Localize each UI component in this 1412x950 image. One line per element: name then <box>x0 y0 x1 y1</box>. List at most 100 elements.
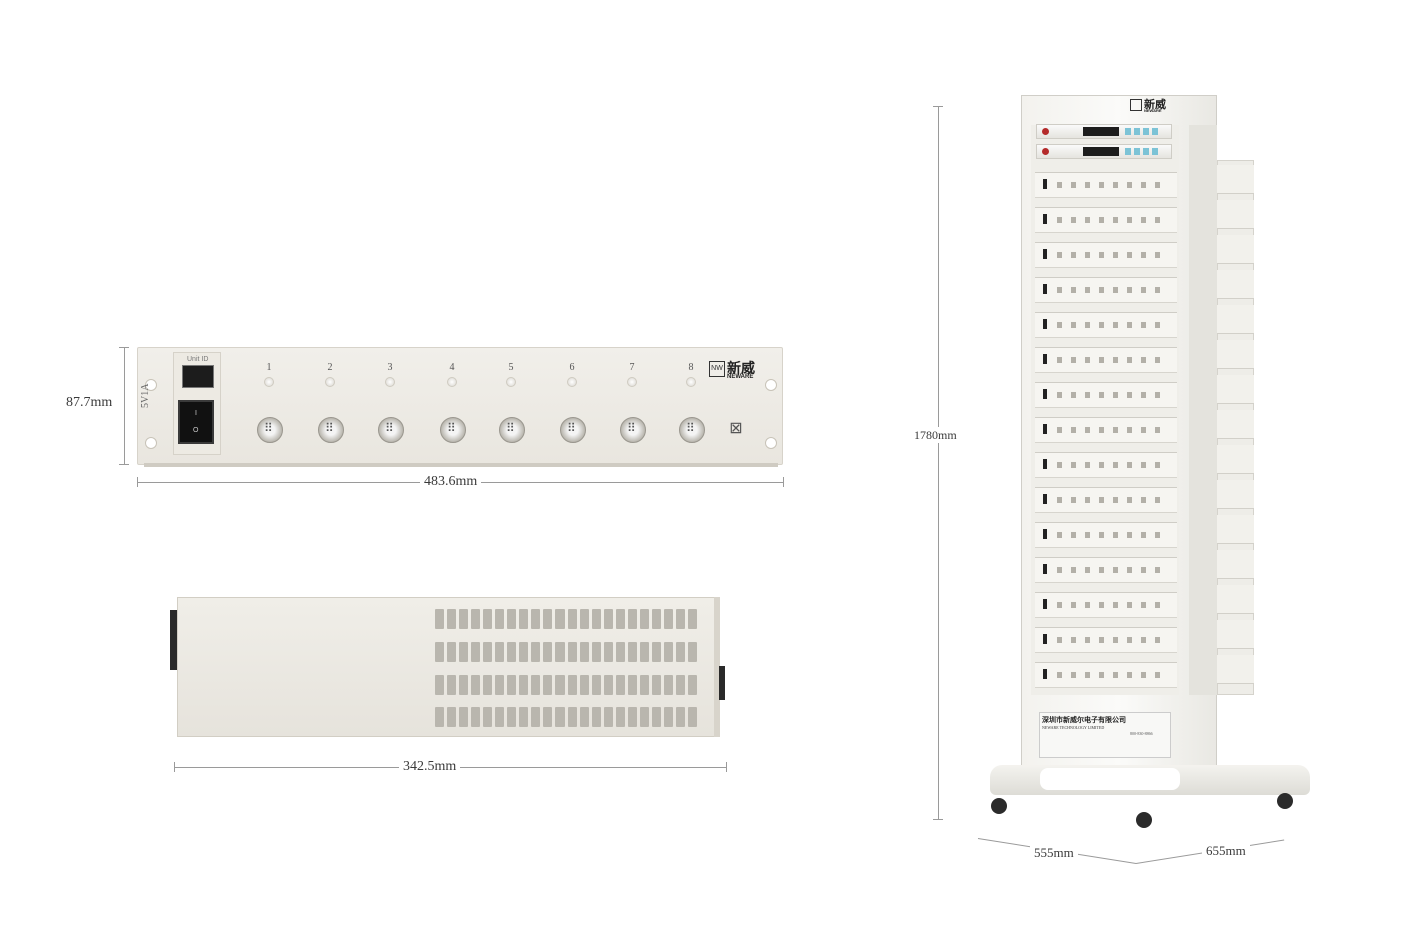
channel-connector <box>378 417 404 443</box>
nameplate-company-en: NEWARE TECHNOLOGY LIMITED <box>1042 725 1105 730</box>
rack-ear-hole <box>145 437 157 449</box>
channel-number-7: 7 <box>629 362 635 373</box>
rack-width-label: 555mm <box>1030 845 1078 861</box>
front-panel-bottom-edge <box>144 463 778 467</box>
dimension-tick <box>933 106 943 107</box>
front-panel <box>137 347 783 465</box>
rack-caster-wheel <box>1136 812 1152 828</box>
rack-side-module <box>1217 620 1254 649</box>
rack-control-unit <box>1036 144 1172 159</box>
rack-test-module <box>1035 627 1177 653</box>
rack-depth-label: 655mm <box>1202 843 1250 859</box>
rack-logo-icon <box>1130 99 1142 111</box>
rack-test-module <box>1035 592 1177 618</box>
rack-side-module <box>1217 375 1254 404</box>
dimension-tick <box>726 762 727 772</box>
rack-test-module <box>1035 172 1177 198</box>
rack-brand-en: NEWARE <box>1144 108 1162 113</box>
channel-led <box>385 377 395 387</box>
rack-test-module <box>1035 207 1177 233</box>
rack-test-module <box>1035 312 1177 338</box>
channel-led <box>325 377 335 387</box>
rack-side-module <box>1217 165 1254 194</box>
vent-slots-row <box>435 675 698 695</box>
rack-nameplate <box>1039 712 1171 758</box>
unit-id-label: Unit ID <box>187 356 209 363</box>
rack-height-label: 1780mm <box>910 427 961 443</box>
rack-test-module <box>1035 277 1177 303</box>
channel-connector <box>318 417 344 443</box>
rack-ear-hole <box>765 437 777 449</box>
channel-led <box>447 377 457 387</box>
rack-test-module <box>1035 662 1177 688</box>
dimension-tick <box>119 464 129 465</box>
channel-connector <box>499 417 525 443</box>
side-rear-connector <box>719 666 725 700</box>
unit-id-display <box>182 365 214 388</box>
channel-number-3: 3 <box>387 362 393 373</box>
channel-connector <box>440 417 466 443</box>
rack-ear-hole <box>145 379 157 391</box>
rack-side-module <box>1217 410 1254 439</box>
rack-side-module <box>1217 200 1254 229</box>
channel-number-8: 8 <box>688 362 694 373</box>
channel-connector <box>679 417 705 443</box>
rack-ear-hole <box>765 379 777 391</box>
rack-height-dimension-line <box>938 106 939 819</box>
vent-slots-row <box>435 642 698 662</box>
channel-led <box>264 377 274 387</box>
channel-connector <box>620 417 646 443</box>
brand-name-cn: 新威 <box>727 361 755 377</box>
rack-side-module <box>1217 655 1254 684</box>
channel-number-5: 5 <box>508 362 514 373</box>
dimension-tick <box>174 762 175 772</box>
channel-connector <box>257 417 283 443</box>
front-width-label: 483.6mm <box>420 474 482 490</box>
rack-side-column <box>1189 125 1217 695</box>
dimension-tick <box>137 477 138 487</box>
channel-led <box>506 377 516 387</box>
front-height-dimension-line <box>124 347 125 464</box>
rack-test-module <box>1035 417 1177 443</box>
channel-number-2: 2 <box>327 362 333 373</box>
rack-side-module <box>1217 340 1254 369</box>
rack-side-module <box>1217 585 1254 614</box>
rack-control-unit <box>1036 124 1172 139</box>
rack-side-module <box>1217 445 1254 474</box>
channel-connector <box>560 417 586 443</box>
channel-number-6: 6 <box>569 362 575 373</box>
rack-side-module <box>1217 480 1254 509</box>
rating-label: 5V1A <box>140 383 151 408</box>
neware-logo-icon: NW <box>709 361 725 377</box>
vent-slots-row <box>435 707 698 727</box>
rack-side-module <box>1217 515 1254 544</box>
side-depth-label: 342.5mm <box>399 759 461 775</box>
channel-led <box>686 377 696 387</box>
channel-number-4: 4 <box>449 362 455 373</box>
rack-test-module <box>1035 242 1177 268</box>
rack-brand-cn: 新威 <box>1144 98 1166 111</box>
nameplate-company-name: 深圳市新威尔电子有限公司 <box>1042 716 1126 724</box>
power-switch[interactable] <box>178 400 214 444</box>
side-handle <box>170 610 178 670</box>
rack-test-module <box>1035 347 1177 373</box>
rack-caster-wheel <box>1277 793 1293 809</box>
pin-diagram-icon: ⊠ <box>729 420 743 437</box>
vent-slots-row <box>435 609 698 629</box>
rack-side-module <box>1217 305 1254 334</box>
channel-led <box>627 377 637 387</box>
channel-led <box>567 377 577 387</box>
rack-test-module <box>1035 382 1177 408</box>
switch-on-mark: I <box>195 410 197 417</box>
rack-test-module <box>1035 557 1177 583</box>
rack-base-opening <box>1040 768 1180 790</box>
brand-name-en: NEWARE <box>727 374 754 380</box>
side-view-rear-edge <box>714 597 720 737</box>
channel-number-1: 1 <box>266 362 272 373</box>
rack-test-module <box>1035 522 1177 548</box>
rack-side-module <box>1217 550 1254 579</box>
nameplate-phone: 800-830-8866 <box>1130 731 1153 736</box>
dimension-tick <box>933 819 943 820</box>
switch-off-mark: O <box>193 427 199 434</box>
front-height-label: 87.7mm <box>62 395 117 411</box>
